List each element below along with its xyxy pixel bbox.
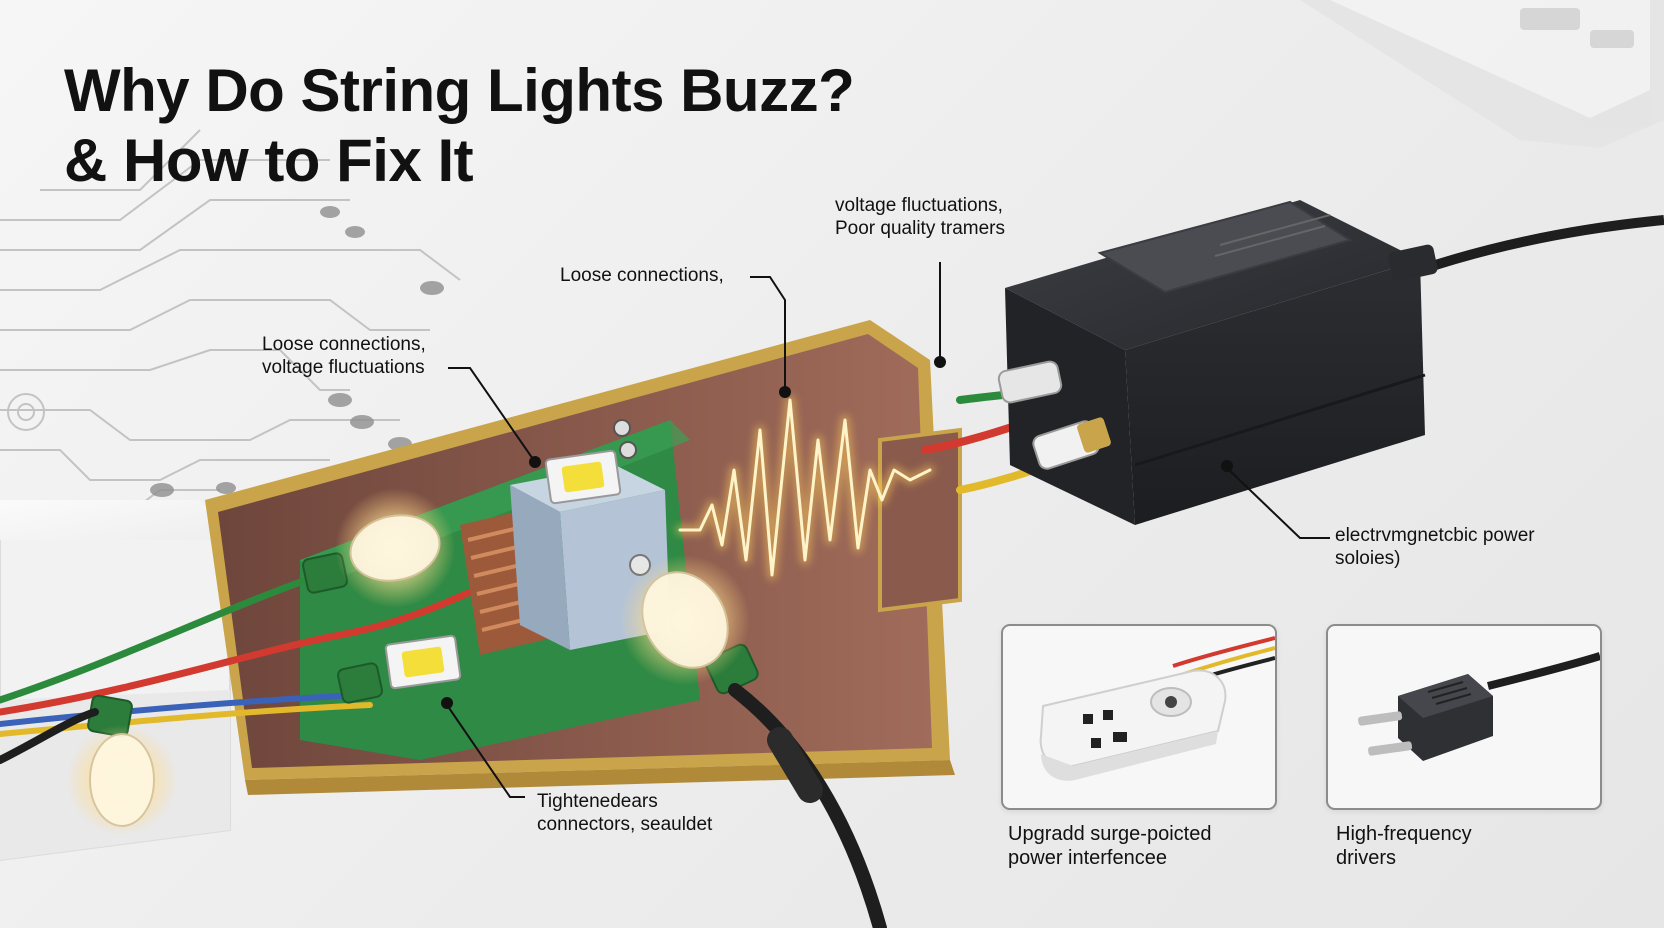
title-line-2: & How to Fix It — [64, 127, 474, 194]
callout-tightened-line-2: connectors, seauldet — [537, 814, 713, 835]
callout-loose-connections-left: Loose connections, voltage fluctuations — [262, 333, 426, 379]
driver-caption-line-1: High-frequency — [1336, 823, 1472, 845]
callout-loose-left-line-1: Loose connections, — [262, 334, 426, 355]
power-strip-icon — [1039, 636, 1275, 781]
callout-tightened-connectors: Tightenedears connectors, seauldet — [537, 790, 712, 836]
plug-connector-icon — [1358, 652, 1600, 761]
driver-caption-line-2: drivers — [1336, 847, 1397, 869]
surge-caption-line-1: Upgradd surge-poicted — [1008, 823, 1212, 845]
high-frequency-driver-caption: High-frequency drivers — [1336, 822, 1472, 870]
power-cable — [0, 683, 887, 928]
buzz-waveform — [675, 395, 935, 580]
callout-electromagnetic: electrvmgnetcbic power soloies) — [1335, 524, 1535, 570]
callout-loose-connections-top: Loose connections, — [560, 264, 724, 287]
pcb-mount-holes — [613, 419, 637, 459]
power-adapter — [1005, 200, 1664, 525]
callout-electromagnetic-line-1: electrvmgnetcbic power — [1335, 525, 1535, 546]
circuit-pads — [150, 206, 444, 497]
callout-loose-top-line-1: Loose connections, — [560, 265, 724, 286]
callout-voltage-line-2: Poor quality tramers — [835, 218, 1006, 239]
wire-strain-reliefs — [997, 360, 1111, 470]
led-chip-top — [544, 449, 622, 505]
led-chip-bottom — [384, 634, 462, 690]
high-frequency-driver-panel — [1326, 624, 1602, 810]
surge-protector-caption: Upgradd surge-poicted power interfencee — [1008, 822, 1211, 870]
callout-tightened-line-1: Tightenedears — [537, 791, 658, 812]
callout-electromagnetic-line-2: soloies) — [1335, 548, 1401, 569]
callout-dots — [441, 356, 1233, 709]
page-title: Why Do String Lights Buzz? & How to Fix … — [64, 56, 855, 196]
circuit-trace-pattern — [0, 129, 461, 521]
callout-loose-left-line-2: voltage fluctuations — [262, 357, 425, 378]
surge-protector-panel — [1001, 624, 1277, 810]
surge-caption-line-2: power interfencee — [1008, 847, 1167, 869]
background-device — [1300, 0, 1664, 148]
callout-voltage-fluctuations: voltage fluctuations, Poor quality trame… — [835, 194, 1005, 240]
callout-leader-lines — [446, 262, 1330, 798]
callout-voltage-line-1: voltage fluctuations, — [835, 195, 1003, 216]
title-line-1: Why Do String Lights Buzz? — [64, 57, 855, 124]
string-light-bulbs — [67, 488, 750, 835]
